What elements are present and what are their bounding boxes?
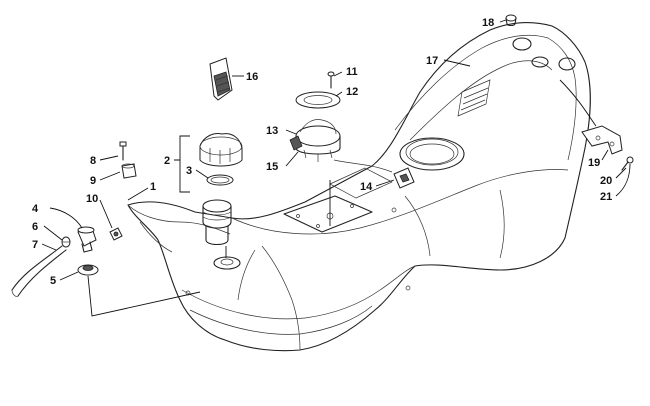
pump-screw (327, 71, 335, 89)
callout-1: 1 (150, 181, 156, 193)
callout-6: 6 (32, 221, 38, 233)
bracket-bolt (621, 156, 634, 171)
callout-2: 2 (164, 155, 170, 167)
fuel-tank (127, 22, 591, 352)
callout-12: 12 (346, 86, 358, 98)
callout-16: 16 (246, 71, 258, 83)
bushing (121, 163, 137, 179)
callout-10: 10 (86, 193, 98, 205)
callout-18: 18 (482, 17, 494, 29)
grommet (77, 264, 99, 276)
pump-gasket (295, 91, 341, 109)
callout-9: 9 (90, 175, 96, 187)
hose-clip (109, 227, 123, 241)
vent-valve (77, 226, 97, 253)
wire-connector (393, 167, 415, 189)
fuel-cap (199, 133, 243, 167)
callout-17: 17 (426, 55, 438, 67)
leader-lines (41, 19, 631, 317)
fuel-pump (289, 119, 341, 162)
mounting-bracket (581, 125, 623, 155)
callout-21: 21 (600, 191, 612, 203)
tank-cap-nut (505, 14, 517, 27)
callout-4: 4 (32, 203, 39, 215)
callout-labels: 1 2 3 4 5 6 7 8 9 10 11 12 13 14 15 16 1… (32, 17, 612, 287)
callout-20: 20 (600, 175, 612, 187)
callout-7: 7 (32, 239, 38, 251)
fuel-filter (209, 57, 233, 101)
callout-3: 3 (186, 165, 192, 177)
callout-14: 14 (360, 181, 373, 193)
callout-8: 8 (90, 155, 96, 167)
filler-neck (202, 199, 232, 246)
callout-11: 11 (346, 66, 358, 78)
hose-clamp (61, 236, 71, 248)
callout-13: 13 (266, 125, 278, 137)
callout-19: 19 (588, 157, 600, 169)
vent-hose (11, 245, 67, 297)
screw (119, 141, 127, 161)
callout-5: 5 (50, 275, 56, 287)
callout-15: 15 (266, 161, 278, 173)
